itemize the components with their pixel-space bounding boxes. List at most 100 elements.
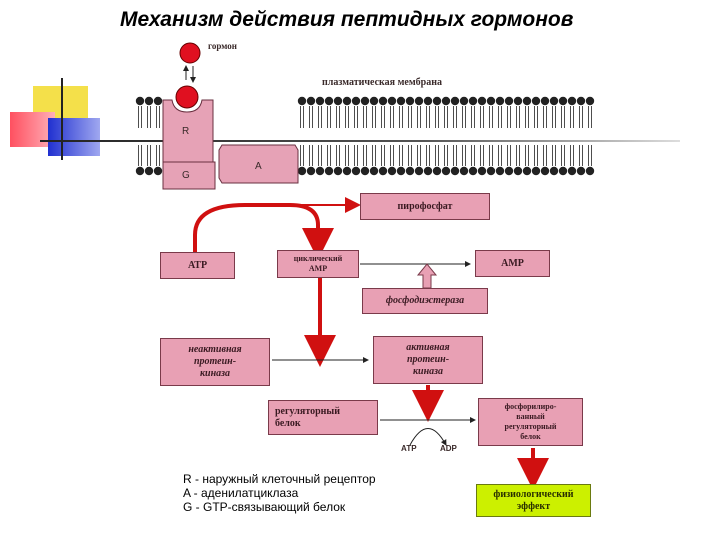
lipid-head [486,166,496,176]
lipid-head [477,166,487,176]
lipid-head [306,166,316,176]
effect-text-1: физиологический [493,488,574,500]
lipid-head [396,166,406,176]
decor-blue-square [48,118,100,156]
lipid-head [540,96,550,106]
phospho-text-4: белок [520,432,541,441]
lipid-head [369,96,379,106]
lipid-head [387,166,397,176]
active-kinase-box: активная протеин- киназа [373,336,483,384]
lipid-head [144,166,154,176]
lipid-head [567,96,577,106]
regulatory-text-1: регуляторный [275,405,340,417]
phosphorylated-protein-box: фосфорилиро- ванный регуляторный белок [478,398,583,446]
lipid-head [423,166,433,176]
lipid-head [333,96,343,106]
lipid-head [522,96,532,106]
decor-vertical-line [61,78,63,160]
lipid-head [153,96,163,106]
lipid-head [531,96,541,106]
atp-box: АТР [160,252,235,279]
lipid-head [441,96,451,106]
lipid-head [540,166,550,176]
lipid-head [468,96,478,106]
cyclic-amp-box: циклический АМР [277,250,359,278]
inactive-kinase-box: неактивная протеин- киназа [160,338,270,386]
lipid-head [135,96,145,106]
phosphodiesterase-text: фосфодиэстераза [385,295,465,306]
lipid-head [450,96,460,106]
lipid-head [468,166,478,176]
inactive-kinase-text-3: киназа [199,368,231,379]
lipid-head [360,166,370,176]
lipid-head [549,166,559,176]
lipid-head [423,96,433,106]
page-title: Механизм действия пептидных гормонов [120,8,574,31]
lipid-head [369,166,379,176]
cyclic-amp-text-1: циклический [293,254,343,263]
lipid-head [513,166,523,176]
lipid-head [486,96,496,106]
lipid-head [315,166,325,176]
lipid-head [333,166,343,176]
lipid-head [585,166,595,176]
atp-text: АТР [187,259,208,271]
lipid-head [558,166,568,176]
membrane-bottom-heads [135,166,595,176]
membrane-label: плазматическая мембрана [322,77,442,88]
pyrophosphate-text: пирофосфат [397,200,453,212]
inactive-kinase-text-1: неактивная [188,344,242,355]
regulatory-text-2: белок [275,417,301,429]
lipid-head [495,96,505,106]
lipid-head [450,166,460,176]
bound-hormone-circle [175,85,199,109]
lipid-head [378,96,388,106]
hormone-circle [179,42,201,64]
lipid-head [558,96,568,106]
active-kinase-text-2: протеин- [406,354,450,365]
lipid-head [567,166,577,176]
lipid-head [297,96,307,106]
lipid-head [396,96,406,106]
lipid-head [405,166,415,176]
lipid-head [495,166,505,176]
lipid-head [504,96,514,106]
atp-small-label: АТР [401,444,417,453]
lipid-head [549,96,559,106]
g-protein-label: G [182,170,190,181]
lipid-head [324,96,334,106]
lipid-head [306,96,316,106]
inactive-kinase-text-2: протеин- [193,356,237,367]
lipid-head [297,166,307,176]
phospho-text-2: ванный [516,412,545,421]
hormone-label: гормон [208,41,237,51]
lipid-head [342,96,352,106]
g-protein-shape [162,161,216,190]
lipid-head [360,96,370,106]
cyclic-amp-text-2: АМР [308,264,328,273]
receptor-shape [162,99,214,163]
regulatory-protein-box: регуляторный белок [268,400,378,435]
receptor-label: R [182,126,190,137]
lipid-head [387,96,397,106]
lipid-head [513,96,523,106]
lipid-head [576,166,586,176]
lipid-head [522,166,532,176]
lipid-head [405,96,415,106]
lipid-head [432,166,442,176]
lipid-head [576,96,586,106]
lipid-head [351,96,361,106]
effect-text-2: эффект [516,500,551,512]
lipid-head [459,166,469,176]
membrane-tails [138,106,592,166]
phospho-text-3: регуляторный [504,422,557,431]
adenylate-cyclase-shape [218,144,299,184]
legend-r: R - наружный клеточный рецептор [183,472,376,486]
legend-a: A - аденилатциклаза [183,486,299,500]
physiological-effect-box: физиологический эффект [476,484,591,517]
pyrophosphate-box: пирофосфат [360,193,490,220]
decor-horizontal-line [40,140,680,142]
phosphodiesterase-box: фосфодиэстераза [362,288,488,314]
lipid-head [414,96,424,106]
